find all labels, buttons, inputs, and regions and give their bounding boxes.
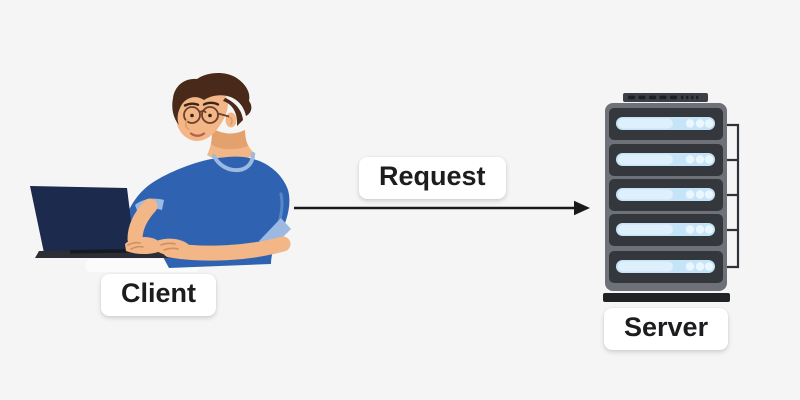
server-rack-icon [603, 93, 740, 302]
server-vent-dashes [628, 95, 699, 100]
server-base [603, 293, 730, 302]
server-label: Server [604, 308, 729, 351]
server-rack-illustration [603, 93, 740, 302]
server-label-text: Server [624, 312, 709, 342]
glasses-icon [183, 106, 230, 124]
server-rack-unit [609, 214, 723, 246]
ear [225, 112, 237, 128]
request-label-text: Request [379, 161, 486, 191]
client-label: Client [101, 274, 217, 317]
server-rack-unit [609, 144, 723, 176]
person-arms-hands [125, 198, 291, 261]
server-rack-unit [609, 251, 723, 283]
request-label: Request [359, 157, 506, 200]
client-person-illustration [30, 73, 291, 272]
server-cable-bracket [727, 123, 740, 269]
request-arrow-icon [294, 200, 590, 216]
client-label-text: Client [121, 278, 197, 308]
collar-trim [212, 152, 255, 173]
server-rack-unit [609, 179, 723, 211]
server-rack-unit [609, 108, 723, 140]
